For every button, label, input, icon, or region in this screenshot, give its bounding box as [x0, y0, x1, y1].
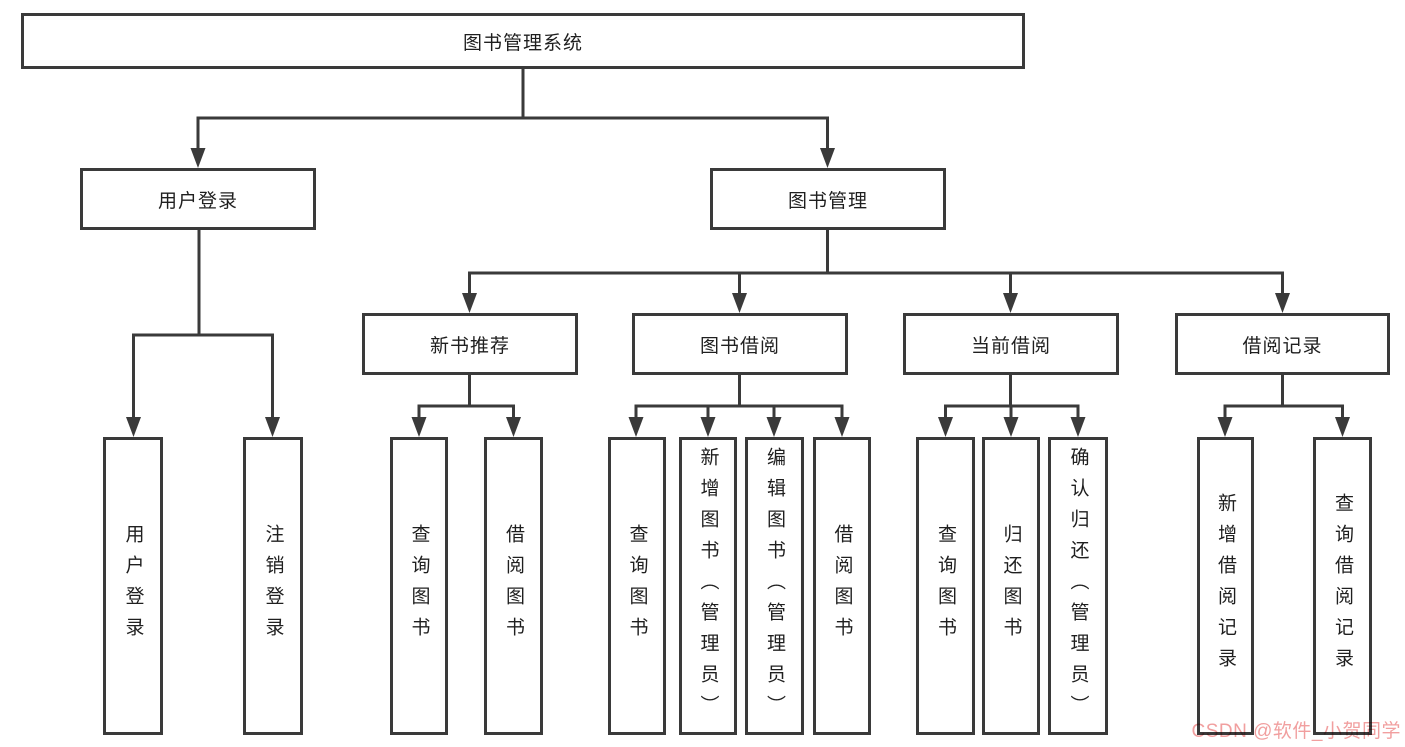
leaf-bb-edit-books-admin-label: 编辑图书（管理员）	[764, 446, 785, 726]
node-new-book-recommend-label: 新书推荐	[429, 335, 510, 357]
node-borrow-records: 借阅记录	[1175, 313, 1390, 375]
leaf-bb-add-books-admin: 新增图书（管理员）	[679, 437, 737, 735]
leaf-bb-query-books: 查询图书	[608, 437, 666, 735]
node-book-borrowing: 图书借阅	[632, 313, 848, 375]
leaf-nb-borrow-books-label: 借阅图书	[503, 524, 524, 648]
node-root-label: 图书管理系统	[462, 32, 583, 54]
leaf-br-add-record: 新增借阅记录	[1197, 437, 1254, 735]
leaf-br-add-record-label: 新增借阅记录	[1215, 493, 1236, 679]
leaf-logout: 注销登录	[243, 437, 303, 735]
leaf-nb-query-books-label: 查询图书	[408, 524, 430, 648]
leaf-nb-query-books: 查询图书	[390, 437, 448, 735]
leaf-bb-edit-books-admin: 编辑图书（管理员）	[745, 437, 804, 735]
node-book-management-label: 图书管理	[787, 190, 868, 212]
leaf-logout-label: 注销登录	[262, 524, 284, 648]
leaf-cb-query-books-label: 查询图书	[935, 524, 956, 648]
node-borrow-records-label: 借阅记录	[1242, 335, 1323, 357]
node-user-login-label: 用户登录	[157, 190, 238, 212]
leaf-bb-borrow-books: 借阅图书	[813, 437, 871, 735]
node-book-borrowing-label: 图书借阅	[699, 335, 780, 357]
leaf-user-login: 用户登录	[103, 437, 163, 735]
leaf-cb-return-books: 归还图书	[982, 437, 1040, 735]
leaf-br-query-record: 查询借阅记录	[1313, 437, 1372, 735]
leaf-br-query-record-label: 查询借阅记录	[1332, 493, 1353, 679]
node-user-login: 用户登录	[80, 168, 316, 230]
leaf-nb-borrow-books: 借阅图书	[484, 437, 543, 735]
node-new-book-recommend: 新书推荐	[362, 313, 578, 375]
csdn-watermark: CSDN @软件_小贺同学	[1191, 721, 1401, 742]
leaf-bb-add-books-admin-label: 新增图书（管理员）	[697, 446, 719, 726]
tree-edges	[132, 69, 1344, 419]
node-current-borrowing: 当前借阅	[903, 313, 1119, 375]
node-current-borrowing-label: 当前借阅	[970, 335, 1051, 357]
node-book-management: 图书管理	[710, 168, 946, 230]
leaf-bb-query-books-label: 查询图书	[626, 524, 648, 648]
leaf-cb-return-books-label: 归还图书	[1000, 524, 1022, 648]
leaf-user-login-label: 用户登录	[122, 524, 144, 648]
leaf-bb-borrow-books-label: 借阅图书	[831, 524, 853, 648]
leaf-cb-query-books: 查询图书	[916, 437, 975, 735]
node-root: 图书管理系统	[21, 13, 1025, 69]
leaf-cb-confirm-return-admin-label: 确认归还（管理员）	[1067, 446, 1089, 726]
leaf-cb-confirm-return-admin: 确认归还（管理员）	[1048, 437, 1108, 735]
